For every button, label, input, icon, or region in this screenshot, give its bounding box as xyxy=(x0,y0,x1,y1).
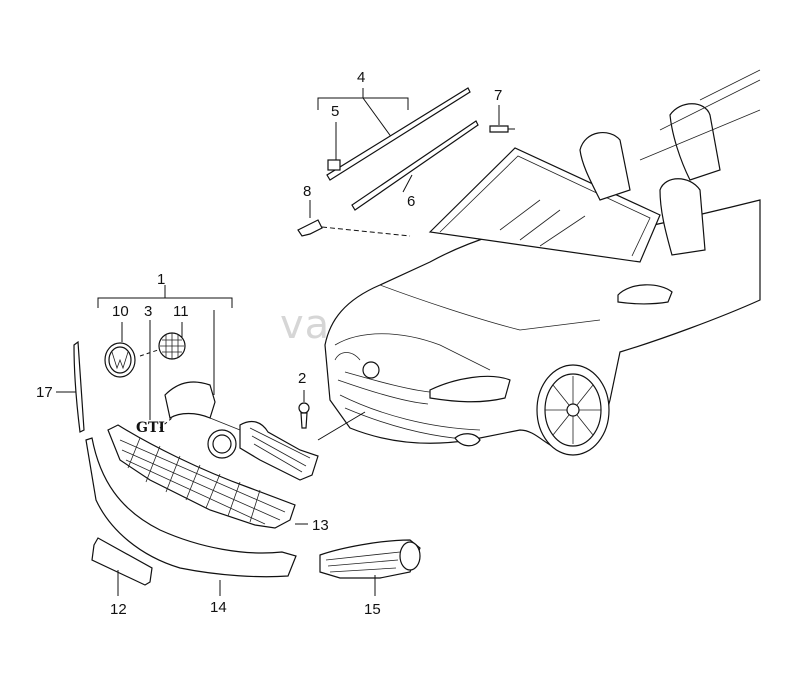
callout-10: 10 xyxy=(112,303,129,320)
upper-grille-bar xyxy=(164,381,319,481)
callout-3: 3 xyxy=(144,303,152,320)
part-11-mesh-badge xyxy=(139,332,186,360)
callout-4: 4 xyxy=(357,69,365,86)
upper-trim-strip xyxy=(326,87,471,181)
svg-text:GTI: GTI xyxy=(136,420,165,436)
part-15-fog-lamp-grille xyxy=(319,539,421,596)
callout-17: 17 xyxy=(36,384,53,401)
callout-5: 5 xyxy=(331,103,339,120)
callout-12: 12 xyxy=(110,601,127,618)
callout-7: 7 xyxy=(494,87,502,104)
callout-11: 11 xyxy=(173,303,189,320)
callout-15: 15 xyxy=(364,601,381,618)
part-14-bumper-trim xyxy=(85,437,297,596)
part-2-screw xyxy=(298,390,366,441)
part-1-grille-bracket xyxy=(97,285,233,420)
part-12-plate-bracket xyxy=(91,537,153,596)
gti-badge: GTI xyxy=(136,417,173,436)
callout-2: 2 xyxy=(298,370,306,387)
part-7-screw xyxy=(489,105,515,133)
callout-14: 14 xyxy=(210,599,227,616)
lower-trim-strip xyxy=(351,120,479,211)
clip-5 xyxy=(327,159,341,171)
part-13-lower-mesh-grille xyxy=(107,424,308,529)
part-4-trim-strip-group xyxy=(317,87,479,211)
part-17-side-trim xyxy=(56,340,85,433)
part-10-vw-emblem xyxy=(104,322,136,378)
callout-6: 6 xyxy=(407,193,415,210)
callout-8: 8 xyxy=(303,183,311,200)
callout-13: 13 xyxy=(312,517,329,534)
callout-1: 1 xyxy=(157,271,165,288)
car-illustration xyxy=(324,69,761,456)
part-8-bracket xyxy=(297,200,411,237)
